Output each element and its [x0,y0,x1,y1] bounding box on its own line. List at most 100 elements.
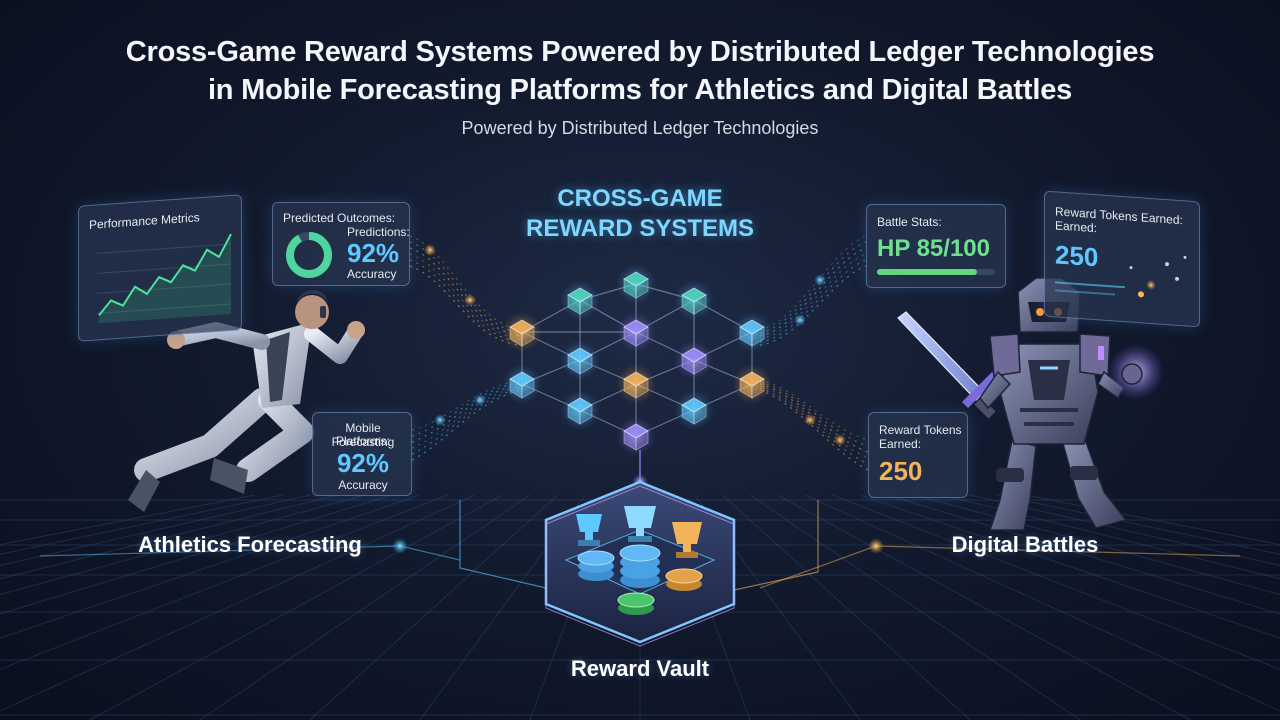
ledger-block-side-right [579,354,593,375]
grid-line [0,494,448,670]
ledger-block-side-left [567,354,581,375]
token-sparkles [1055,255,1187,298]
coin-stack-green [617,592,655,615]
battle-hp-value: HP 85/100 [877,235,990,262]
ledger-block-node [502,312,542,352]
data-stream-line [759,389,869,471]
hub-title: CROSS-GAME REWARD SYSTEMS [480,184,800,244]
grid-line [0,494,476,712]
grid-line [722,494,971,720]
grid-line [832,494,1280,670]
data-stream-line [411,389,521,461]
stream-glow-dot [424,244,436,256]
coin-stack-blue-left [577,550,615,581]
ledger-block-node [674,340,714,380]
data-stream-line [409,265,521,346]
athletics-forecasting-label: Athletics Forecasting [138,532,362,557]
reward-tokens-panel-bottom: Reward Tokens Earned: 250 [868,412,968,498]
mobile-accuracy-value: 92% [336,448,390,478]
ledger-block-side-right [693,354,707,375]
grid-line [199,494,531,720]
ledger-block-side-left [623,278,637,299]
ledger-block-side-right [635,326,649,347]
ledger-block-node [560,390,600,430]
trophy-icon-blue-center [624,506,656,542]
data-stream-line [759,385,869,459]
data-stream-line [759,259,867,343]
ledger-block-side-left [623,430,637,451]
data-stream-line [759,253,867,340]
data-stream-line [759,235,867,331]
ledger-block-side-left [567,294,581,315]
battle-stats-label: Battle Stats: [877,215,942,229]
blockchain-network [502,264,772,456]
data-stream-line [759,381,869,447]
predictions-label: Predictions: [347,225,410,239]
ledger-block-side-left [681,404,695,425]
predicted-accuracy-caption: Accuracy [347,267,397,281]
ledger-block-side-left [509,378,523,399]
stream-glow-dot [434,414,446,426]
grid-line [0,494,338,580]
ledger-block-side-right [751,378,765,399]
battle-stats-panel: Battle Stats: HP 85/100 [866,204,1006,288]
data-stream-line [759,265,867,346]
predicted-accuracy-value: 92% [347,238,400,268]
grid-line [997,494,1280,555]
ledger-block-node [616,312,656,352]
ledger-block-side-right [635,278,649,299]
grid-line [0,494,393,615]
data-stream-line [411,387,521,455]
mobile-forecasting-panel: Mobile Forecasting Platforms: 92% Accura… [312,412,412,496]
mobile-forecasting-label-2: Platforms: [335,434,390,448]
data-stream-line [409,235,521,331]
ledger-block-node [560,340,600,380]
speed-streaks [118,368,232,438]
ledger-block-node [616,416,656,456]
performance-metrics-label: Performance Metrics [89,210,200,232]
ledger-block-side-right [579,404,593,425]
athletics-node-glow [392,538,408,554]
ledger-block-node [502,364,542,404]
digital-battles-label: Digital Battles [951,532,1099,557]
predicted-outcomes-panel: Predicted Outcomes: Predictions: 92% Acc… [272,202,410,286]
data-stream-line [759,387,869,465]
ledger-block-side-left [739,378,753,399]
stream-glow-dot [834,434,846,446]
data-stream-line [759,241,867,334]
grid-line [0,494,421,639]
stream-glow-dot [804,414,816,426]
ledger-block-side-left [739,326,753,347]
grid-line [914,494,1280,596]
stream-glow-dot [794,314,806,326]
hp-bar-fill [877,269,978,275]
ledger-block-side-right [751,326,765,347]
data-stream-line [409,253,521,340]
coin-stack-blue-center [619,544,661,588]
stream-glow-dot [814,274,826,286]
performance-line-chart [97,233,232,324]
grid-line [859,494,1280,639]
grid-line [0,494,311,566]
ledger-block-side-right [635,378,649,399]
reward-tokens-bottom-label-2: Earned: [879,437,922,451]
data-stream-line [409,259,521,343]
ledger-block-node [616,264,656,304]
vault-connector-left [459,500,547,589]
grid-line [89,494,503,720]
mobile-accuracy-caption: Accuracy [338,478,388,492]
battles-node-glow [868,538,884,554]
grid-line [309,494,558,720]
ledger-block-side-left [623,378,637,399]
grid-line [777,494,1191,720]
vault-connector-right [733,500,819,591]
data-stream-line [409,241,521,334]
runner-figure [118,290,365,512]
reward-tokens-panel-top: Reward Tokens Earned: Earned: 250 [1044,190,1200,328]
stream-glow-dot [474,394,486,406]
grid-line [969,494,1280,566]
page-title-line-1: Cross-Game Reward Systems Powered by Dis… [125,36,1155,68]
reward-vault-label: Reward Vault [570,656,710,681]
ledger-block-node [732,364,772,404]
